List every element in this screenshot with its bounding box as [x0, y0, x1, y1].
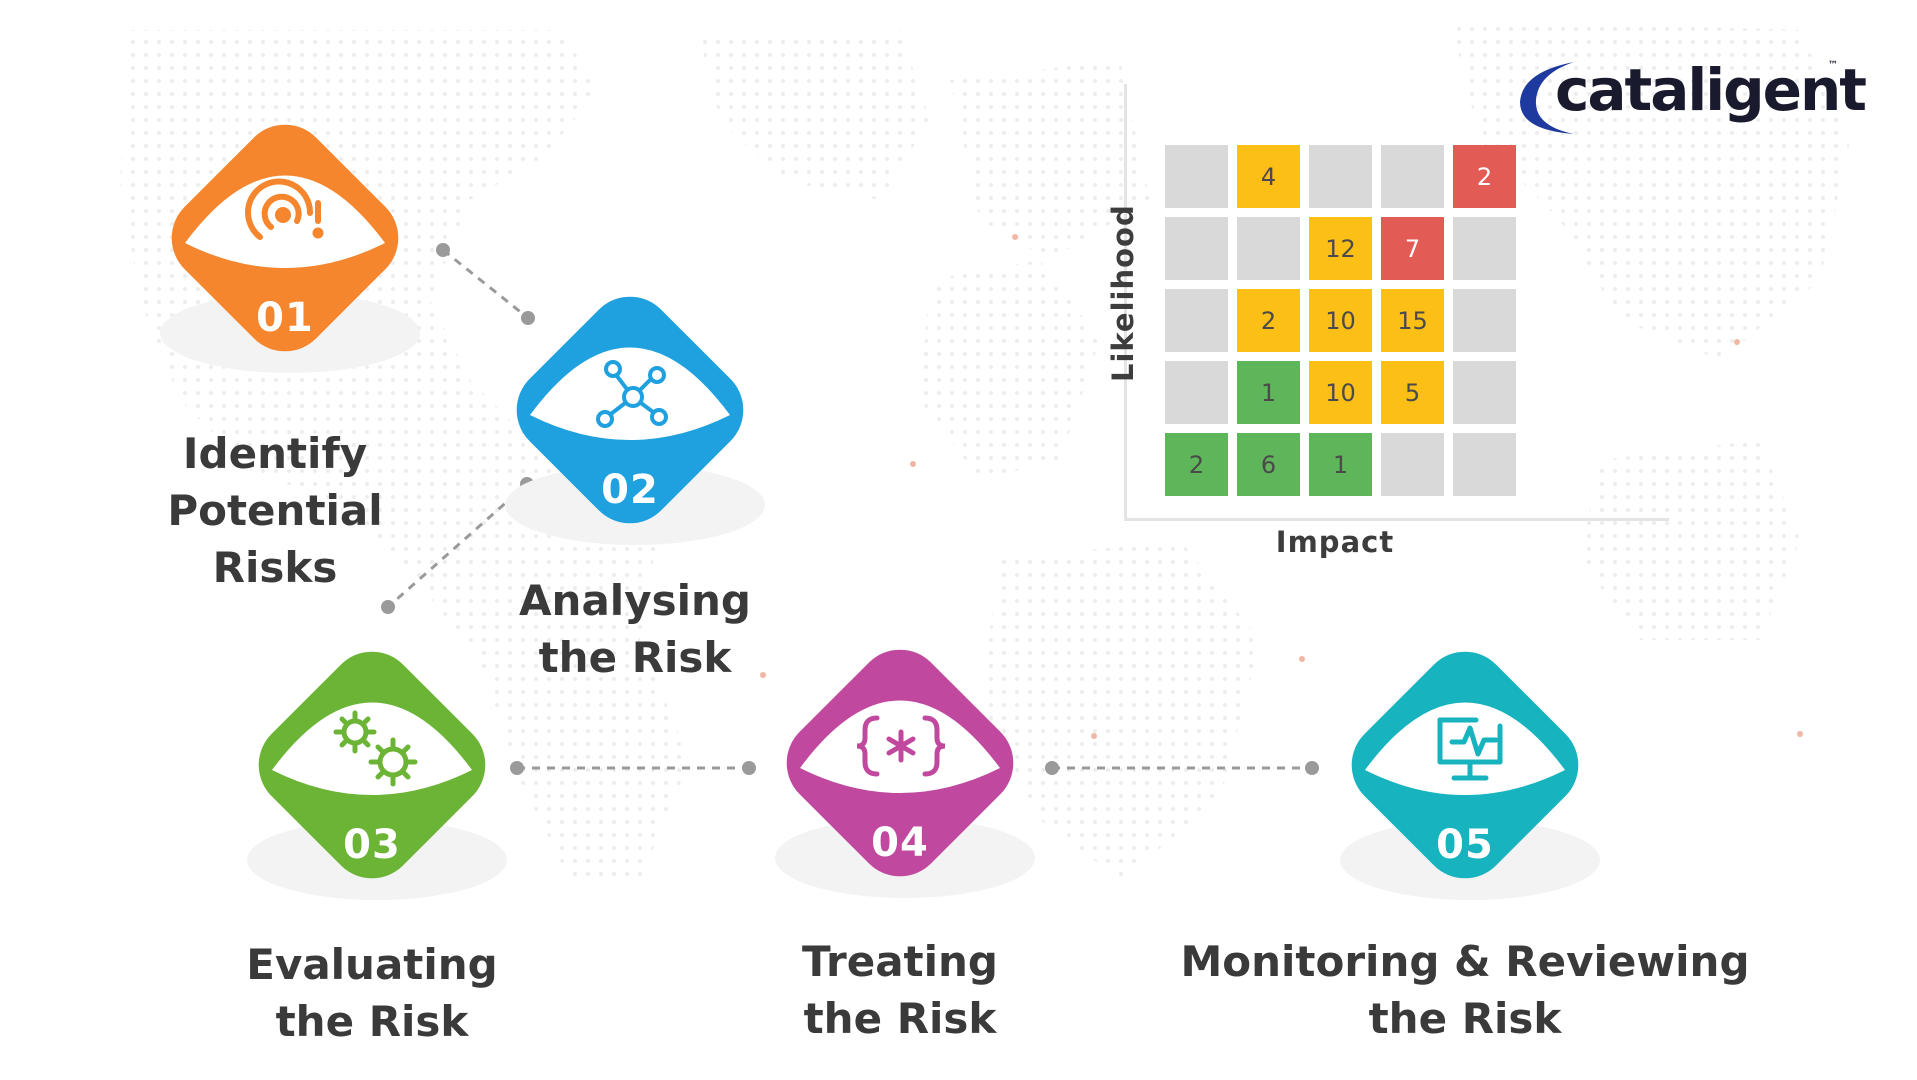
matrix-cell: [1381, 433, 1444, 496]
connector-01-02: [442, 248, 529, 320]
matrix-cell: [1165, 289, 1228, 352]
logo-swoosh-icon: [1520, 62, 1574, 134]
code-braces-icon: [856, 715, 946, 777]
step-02-label: Analysing the Risk: [519, 576, 751, 682]
matrix-cell: 15: [1381, 289, 1444, 352]
matrix-cell: [1165, 145, 1228, 208]
matrix-cell: 7: [1381, 217, 1444, 280]
step-03-number: 03: [343, 822, 401, 868]
gears-icon: [333, 710, 418, 787]
matrix-cell: [1453, 217, 1516, 280]
connector-dot: [1305, 761, 1319, 775]
step-03-diamond: [247, 651, 507, 900]
matrix-cell: 1: [1237, 361, 1300, 424]
logo-trademark: ™: [1828, 60, 1838, 71]
step-02-number: 02: [601, 467, 659, 513]
logo-wordmark: cataligent: [1555, 56, 1867, 124]
step-03: 03: [237, 630, 507, 900]
network-nodes-icon: [596, 360, 668, 428]
matrix-y-axis: [1124, 84, 1127, 521]
matrix-cell: 2: [1165, 433, 1228, 496]
matrix-cell: 2: [1237, 289, 1300, 352]
step-04-number: 04: [871, 820, 929, 866]
connector-dot: [1045, 761, 1059, 775]
step-05-diamond: [1340, 651, 1600, 900]
connector-dot: [381, 600, 395, 614]
step-01-number: 01: [256, 295, 314, 341]
matrix-cell: [1237, 217, 1300, 280]
step-01-diamond: [160, 124, 420, 373]
connector-02-03: [387, 482, 528, 609]
matrix-cell: [1165, 217, 1228, 280]
step-03-label: Evaluating the Risk: [246, 940, 498, 1046]
step-04-diamond: [775, 649, 1035, 898]
step-05-label: Monitoring & Reviewing the Risk: [1180, 937, 1750, 1043]
connector-dot: [742, 761, 756, 775]
matrix-cell: 6: [1237, 433, 1300, 496]
matrix-cell: [1381, 145, 1444, 208]
step-05: 05: [1330, 630, 1600, 900]
step-02-diamond: [505, 296, 765, 545]
matrix-cell: 5: [1381, 361, 1444, 424]
matrix-y-label: Likelihood: [1106, 204, 1140, 382]
matrix-x-label: Impact: [1275, 525, 1395, 559]
matrix-cell: 10: [1309, 361, 1372, 424]
matrix-cell: [1165, 361, 1228, 424]
matrix-x-axis: [1124, 518, 1669, 521]
connector-dot: [521, 311, 535, 325]
matrix-cell: 2: [1453, 145, 1516, 208]
connector-dot: [510, 761, 524, 775]
cataligent-logo: cataligent ™: [1512, 52, 1867, 142]
step-04-label: Treating the Risk: [801, 937, 998, 1043]
step-05-number: 05: [1436, 822, 1494, 868]
radar-alert-icon: [245, 178, 324, 240]
matrix-cell: [1309, 145, 1372, 208]
matrix-cell: 10: [1309, 289, 1372, 352]
step-01: 01: [150, 103, 420, 373]
step-04: 04: [765, 628, 1035, 898]
matrix-cell: [1453, 361, 1516, 424]
matrix-cell: 12: [1309, 217, 1372, 280]
matrix-cell: [1453, 289, 1516, 352]
matrix-cell: [1453, 433, 1516, 496]
connector-dot: [436, 243, 450, 257]
step-02: 02: [495, 275, 765, 545]
monitor-pulse-icon: [1437, 717, 1503, 781]
matrix-cell: 4: [1237, 145, 1300, 208]
step-01-label: Identify Potential Risks: [167, 429, 383, 592]
matrix-cell: 1: [1309, 433, 1372, 496]
